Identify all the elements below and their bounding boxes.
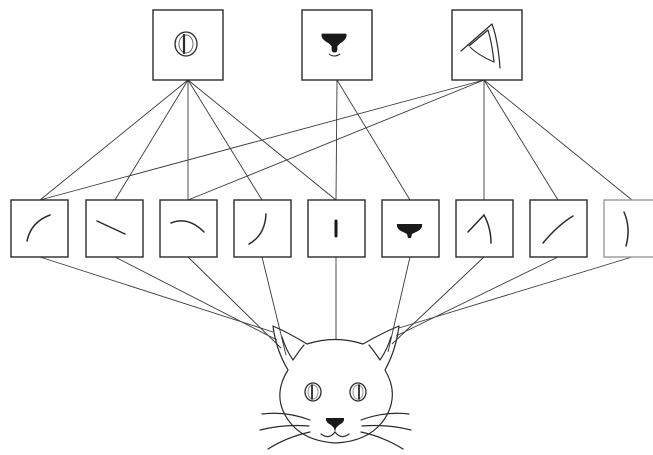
connection-arc-right-to-cat bbox=[261, 256, 287, 356]
cat-nose bbox=[325, 418, 345, 432]
connection-nose-shape-to-cat bbox=[387, 256, 411, 353]
edge-feature-arc-top bbox=[159, 199, 218, 258]
edge-feature-arc-left bbox=[10, 199, 69, 258]
cat-face-icon bbox=[259, 325, 412, 450]
connection-ear-to-arc-top bbox=[187, 79, 485, 201]
top-feature-eye bbox=[152, 9, 224, 81]
edge-feature-diagonal-line bbox=[529, 199, 588, 258]
edge-feature-box bbox=[10, 199, 69, 258]
nose-icon bbox=[321, 33, 347, 57]
top-feature-ear bbox=[451, 9, 523, 81]
edge-feature-dash-diagonal bbox=[85, 199, 144, 258]
edge-feature-box bbox=[529, 199, 588, 258]
edge-feature-box bbox=[603, 199, 653, 258]
connection-curve-partial-to-cat bbox=[398, 256, 633, 329]
connection-diagonal-line-to-cat bbox=[395, 256, 559, 337]
edge-feature-arc-right bbox=[233, 199, 292, 258]
cat-mouth-left bbox=[320, 431, 336, 438]
curved-edge-icon bbox=[170, 220, 205, 233]
ear-icon bbox=[460, 23, 501, 69]
edge-feature-vertical-dash bbox=[307, 199, 366, 258]
connection-eye-to-dash-diagonal bbox=[114, 79, 189, 201]
connection-ear-tip-to-cat bbox=[391, 256, 485, 345]
curved-edge-icon bbox=[248, 213, 267, 245]
top-feature-nose bbox=[301, 9, 373, 81]
edge-feature-nose-shape bbox=[381, 199, 440, 258]
connection-dash-diagonal-to-cat bbox=[114, 256, 278, 341]
connection-arc-left-to-cat bbox=[39, 256, 274, 333]
angle-edge-icon bbox=[467, 213, 492, 244]
top-feature-ear-box bbox=[451, 9, 523, 81]
edge-feature-box bbox=[159, 199, 218, 258]
cat-eye-left bbox=[304, 382, 322, 402]
nose-fragment-icon bbox=[396, 224, 423, 238]
eye-icon bbox=[174, 31, 198, 57]
edge-feature-ear-tip bbox=[455, 199, 514, 258]
top-to-edge-connections bbox=[39, 79, 633, 201]
connection-ear-to-curve-partial bbox=[483, 79, 633, 201]
edge-feature-curve-partial bbox=[603, 199, 653, 258]
connection-eye-to-arc-left bbox=[39, 79, 189, 201]
connection-eye-to-arc-right bbox=[187, 79, 263, 201]
cat-mouth-right bbox=[334, 431, 350, 438]
short-edge-icon bbox=[96, 220, 126, 235]
connection-ear-to-arc-left bbox=[39, 79, 485, 201]
curved-edge-icon bbox=[26, 214, 51, 242]
connection-ear-to-diagonal-line bbox=[483, 79, 559, 201]
edge-feature-box bbox=[455, 199, 514, 258]
connection-arc-top-to-cat bbox=[187, 256, 282, 349]
edge-to-cat-connections bbox=[39, 256, 633, 356]
diagonal-edge-icon bbox=[542, 215, 574, 244]
connection-nose-to-nose-shape bbox=[336, 79, 411, 201]
cat-eye-right bbox=[349, 382, 367, 402]
curved-edge-icon bbox=[623, 211, 629, 247]
